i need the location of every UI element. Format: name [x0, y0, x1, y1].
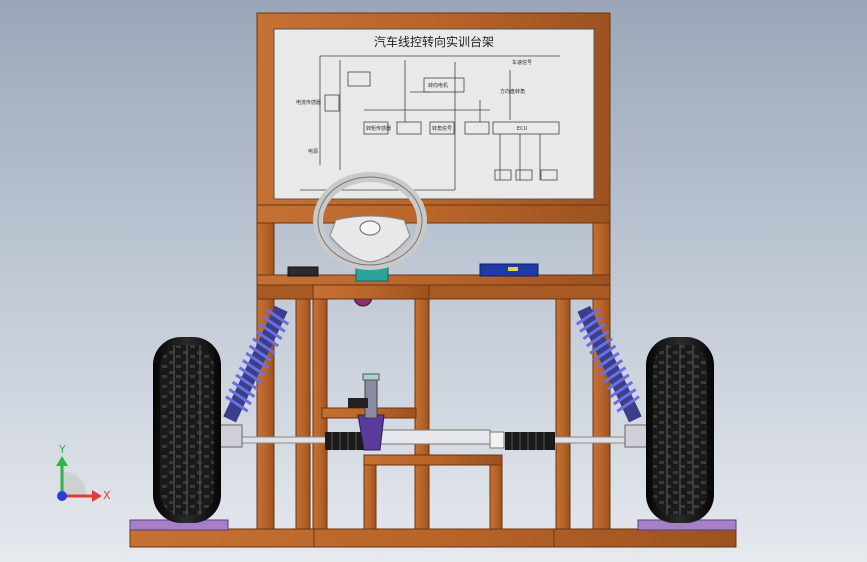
coordinate-triad[interactable]: Y X: [56, 443, 111, 502]
schematic-label-5: 车速信号: [512, 59, 532, 66]
left-shock-spring: [223, 305, 290, 423]
y-axis-label: Y: [58, 443, 66, 456]
schematic-label-2: 方向盘转角: [500, 88, 525, 95]
x-axis-label: X: [103, 489, 111, 502]
right-wheel: [646, 337, 714, 523]
steering-rack: [229, 373, 639, 451]
wiring-schematic: 汽车线控转向实训台架 ECU: [296, 34, 560, 191]
table-top: [256, 263, 611, 300]
left-wheel: [153, 337, 221, 523]
ecu-label: ECU: [517, 126, 528, 132]
schematic-label-6: 转矩传感器: [366, 125, 391, 132]
schematic-title: 汽车线控转向实训台架: [374, 34, 494, 49]
schematic-label-7: 转角信号: [432, 125, 452, 132]
z-axis-icon: [57, 491, 67, 501]
schematic-label-3: 转向电机: [428, 82, 448, 89]
schematic-label-4: 电流传感器: [296, 99, 321, 106]
display-board: [256, 12, 611, 280]
left-suspension: [129, 305, 290, 531]
right-shock-spring: [575, 305, 642, 423]
schematic-label-1: 电源: [308, 148, 318, 155]
right-suspension: [575, 305, 737, 531]
